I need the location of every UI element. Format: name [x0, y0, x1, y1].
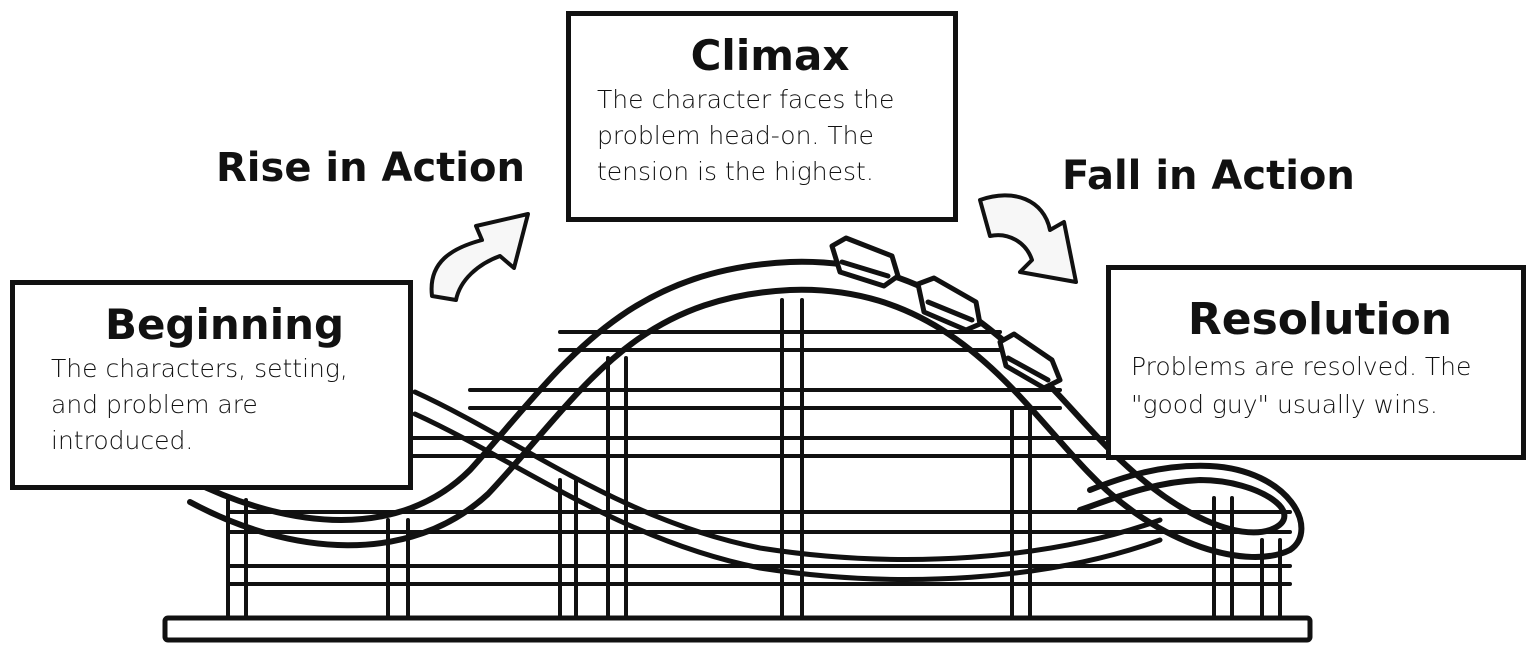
climax-title: Climax: [597, 30, 943, 82]
base-platform: [165, 618, 1310, 640]
rise-in-action-label: Rise in Action: [216, 145, 525, 191]
beginning-text: The characters, setting, and problem are…: [51, 351, 398, 459]
beginning-box: Beginning The characters, setting, and p…: [10, 280, 413, 490]
climax-box: Climax The character faces the problem h…: [566, 11, 958, 222]
resolution-text: Problems are resolved. The "good guy" us…: [1131, 348, 1509, 424]
resolution-title: Resolution: [1131, 292, 1509, 348]
fall-arrow-icon: [980, 195, 1076, 282]
fall-in-action-label: Fall in Action: [1062, 153, 1355, 199]
roller-coaster-cart: [832, 238, 898, 286]
climax-text: The character faces the problem head-on.…: [597, 82, 943, 190]
rise-arrow-icon: [432, 214, 528, 300]
beginning-title: Beginning: [51, 299, 398, 351]
resolution-box: Resolution Problems are resolved. The "g…: [1106, 265, 1526, 460]
lower-track: [415, 392, 1160, 579]
roller-coaster-cart: [1000, 334, 1060, 388]
